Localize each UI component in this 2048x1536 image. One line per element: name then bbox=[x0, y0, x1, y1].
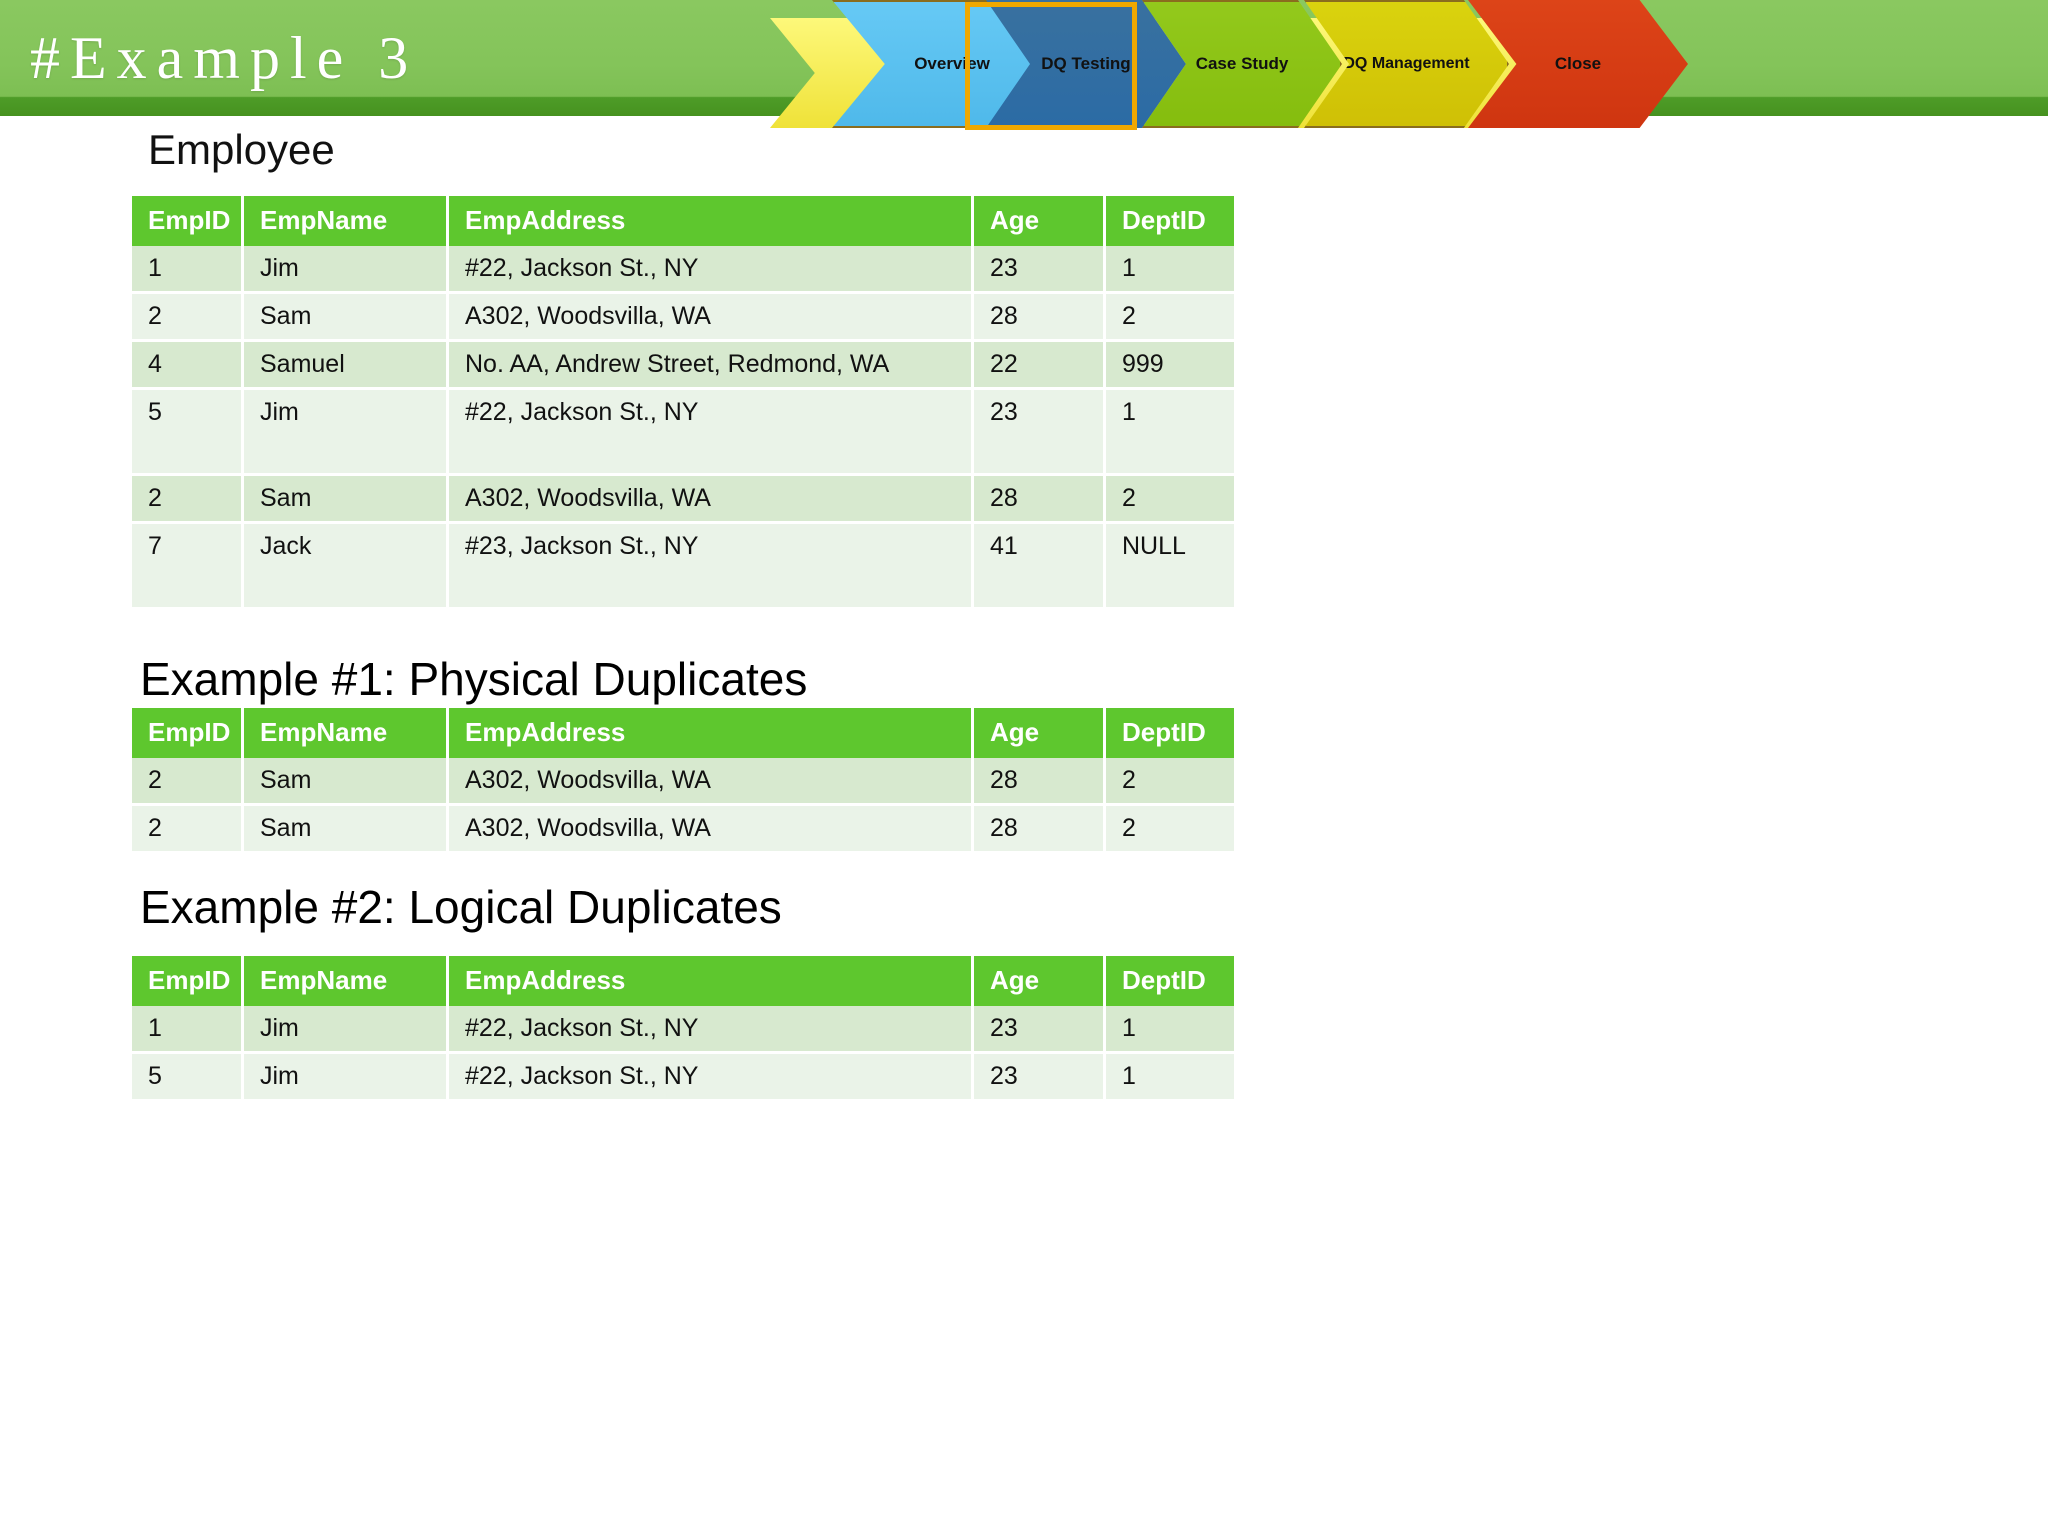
cell-deptid: 2 bbox=[1106, 476, 1234, 524]
cell-empname: Sam bbox=[244, 476, 449, 524]
nav-step-label: Case Study bbox=[1195, 54, 1289, 74]
cell-empaddress: No. AA, Andrew Street, Redmond, WA bbox=[449, 342, 974, 390]
cell-empaddress: #23, Jackson St., NY bbox=[449, 524, 974, 610]
cell-age: 23 bbox=[974, 1054, 1106, 1102]
cell-empid: 5 bbox=[132, 1054, 244, 1102]
table-header-row: EmpID EmpName EmpAddress Age DeptID bbox=[132, 956, 1234, 1006]
nav-step-dq-management[interactable]: DQ Management bbox=[1304, 0, 1509, 128]
column-header-age: Age bbox=[974, 196, 1106, 246]
cell-age: 41 bbox=[974, 524, 1106, 610]
column-header-empaddress: EmpAddress bbox=[449, 956, 974, 1006]
nav-step-label: DQ Management bbox=[1343, 54, 1470, 72]
active-step-highlight bbox=[965, 2, 1137, 130]
cell-empaddress: #22, Jackson St., NY bbox=[449, 1006, 974, 1054]
column-header-deptid: DeptID bbox=[1106, 956, 1234, 1006]
cell-empname: Jim bbox=[244, 246, 449, 294]
table-row: 7 Jack #23, Jackson St., NY 41 NULL bbox=[132, 524, 1234, 610]
nav-step-label: Close bbox=[1554, 54, 1602, 74]
cell-empaddress: #22, Jackson St., NY bbox=[449, 1054, 974, 1102]
table-row: 2 Sam A302, Woodsvilla, WA 28 2 bbox=[132, 758, 1234, 806]
cell-deptid: 2 bbox=[1106, 758, 1234, 806]
cell-deptid: 1 bbox=[1106, 246, 1234, 294]
column-header-deptid: DeptID bbox=[1106, 708, 1234, 758]
table-row: 1 Jim #22, Jackson St., NY 23 1 bbox=[132, 1006, 1234, 1054]
column-header-age: Age bbox=[974, 956, 1106, 1006]
employee-table: EmpID EmpName EmpAddress Age DeptID 1 Ji… bbox=[132, 196, 1234, 610]
cell-empid: 2 bbox=[132, 476, 244, 524]
cell-empid: 2 bbox=[132, 294, 244, 342]
table-row: 4 Samuel No. AA, Andrew Street, Redmond,… bbox=[132, 342, 1234, 390]
cell-deptid: 1 bbox=[1106, 1006, 1234, 1054]
table-header-row: EmpID EmpName EmpAddress Age DeptID bbox=[132, 708, 1234, 758]
column-header-empid: EmpID bbox=[132, 956, 244, 1006]
column-header-empaddress: EmpAddress bbox=[449, 708, 974, 758]
cell-empaddress: A302, Woodsvilla, WA bbox=[449, 476, 974, 524]
cell-empname: Sam bbox=[244, 806, 449, 854]
cell-empname: Jim bbox=[244, 390, 449, 476]
page-title: #Example 3 bbox=[30, 25, 419, 91]
table-row: 2 Sam A302, Woodsvilla, WA 28 2 bbox=[132, 294, 1234, 342]
cell-age: 28 bbox=[974, 758, 1106, 806]
column-header-empname: EmpName bbox=[244, 956, 449, 1006]
logical-duplicates-table: EmpID EmpName EmpAddress Age DeptID 1 Ji… bbox=[132, 956, 1234, 1102]
column-header-empname: EmpName bbox=[244, 196, 449, 246]
table-row: 1 Jim #22, Jackson St., NY 23 1 bbox=[132, 246, 1234, 294]
physical-duplicates-table: EmpID EmpName EmpAddress Age DeptID 2 Sa… bbox=[132, 708, 1234, 854]
column-header-empid: EmpID bbox=[132, 196, 244, 246]
cell-empname: Jim bbox=[244, 1054, 449, 1102]
cell-age: 23 bbox=[974, 1006, 1106, 1054]
cell-deptid: 999 bbox=[1106, 342, 1234, 390]
cell-empname: Sam bbox=[244, 758, 449, 806]
cell-empid: 2 bbox=[132, 806, 244, 854]
column-header-empid: EmpID bbox=[132, 708, 244, 758]
column-header-empaddress: EmpAddress bbox=[449, 196, 974, 246]
cell-empid: 1 bbox=[132, 1006, 244, 1054]
column-header-age: Age bbox=[974, 708, 1106, 758]
example-2-heading: Example #2: Logical Duplicates bbox=[140, 881, 782, 933]
process-nav: Overview DQ Testing Case Study DQ Manage… bbox=[760, 0, 2048, 136]
cell-age: 22 bbox=[974, 342, 1106, 390]
cell-empname: Jim bbox=[244, 1006, 449, 1054]
cell-empname: Samuel bbox=[244, 342, 449, 390]
cell-deptid: 1 bbox=[1106, 1054, 1234, 1102]
cell-deptid: 2 bbox=[1106, 806, 1234, 854]
cell-deptid: 1 bbox=[1106, 390, 1234, 476]
cell-empaddress: #22, Jackson St., NY bbox=[449, 246, 974, 294]
cell-age: 28 bbox=[974, 476, 1106, 524]
cell-age: 28 bbox=[974, 806, 1106, 854]
cell-empaddress: A302, Woodsvilla, WA bbox=[449, 294, 974, 342]
table-row: 2 Sam A302, Woodsvilla, WA 28 2 bbox=[132, 806, 1234, 854]
cell-age: 23 bbox=[974, 246, 1106, 294]
cell-age: 23 bbox=[974, 390, 1106, 476]
column-header-deptid: DeptID bbox=[1106, 196, 1234, 246]
cell-empid: 5 bbox=[132, 390, 244, 476]
employee-table-caption: Employee bbox=[148, 126, 335, 173]
cell-empid: 4 bbox=[132, 342, 244, 390]
cell-deptid: 2 bbox=[1106, 294, 1234, 342]
cell-empaddress: A302, Woodsvilla, WA bbox=[449, 758, 974, 806]
cell-empid: 1 bbox=[132, 246, 244, 294]
table-header-row: EmpID EmpName EmpAddress Age DeptID bbox=[132, 196, 1234, 246]
table-row: 2 Sam A302, Woodsvilla, WA 28 2 bbox=[132, 476, 1234, 524]
example-1-heading: Example #1: Physical Duplicates bbox=[140, 653, 808, 705]
cell-empid: 7 bbox=[132, 524, 244, 610]
cell-deptid: NULL bbox=[1106, 524, 1234, 610]
cell-empaddress: A302, Woodsvilla, WA bbox=[449, 806, 974, 854]
cell-empaddress: #22, Jackson St., NY bbox=[449, 390, 974, 476]
cell-empname: Sam bbox=[244, 294, 449, 342]
column-header-empname: EmpName bbox=[244, 708, 449, 758]
cell-empname: Jack bbox=[244, 524, 449, 610]
table-row: 5 Jim #22, Jackson St., NY 23 1 bbox=[132, 1054, 1234, 1102]
cell-empid: 2 bbox=[132, 758, 244, 806]
table-row: 5 Jim #22, Jackson St., NY 23 1 bbox=[132, 390, 1234, 476]
cell-age: 28 bbox=[974, 294, 1106, 342]
